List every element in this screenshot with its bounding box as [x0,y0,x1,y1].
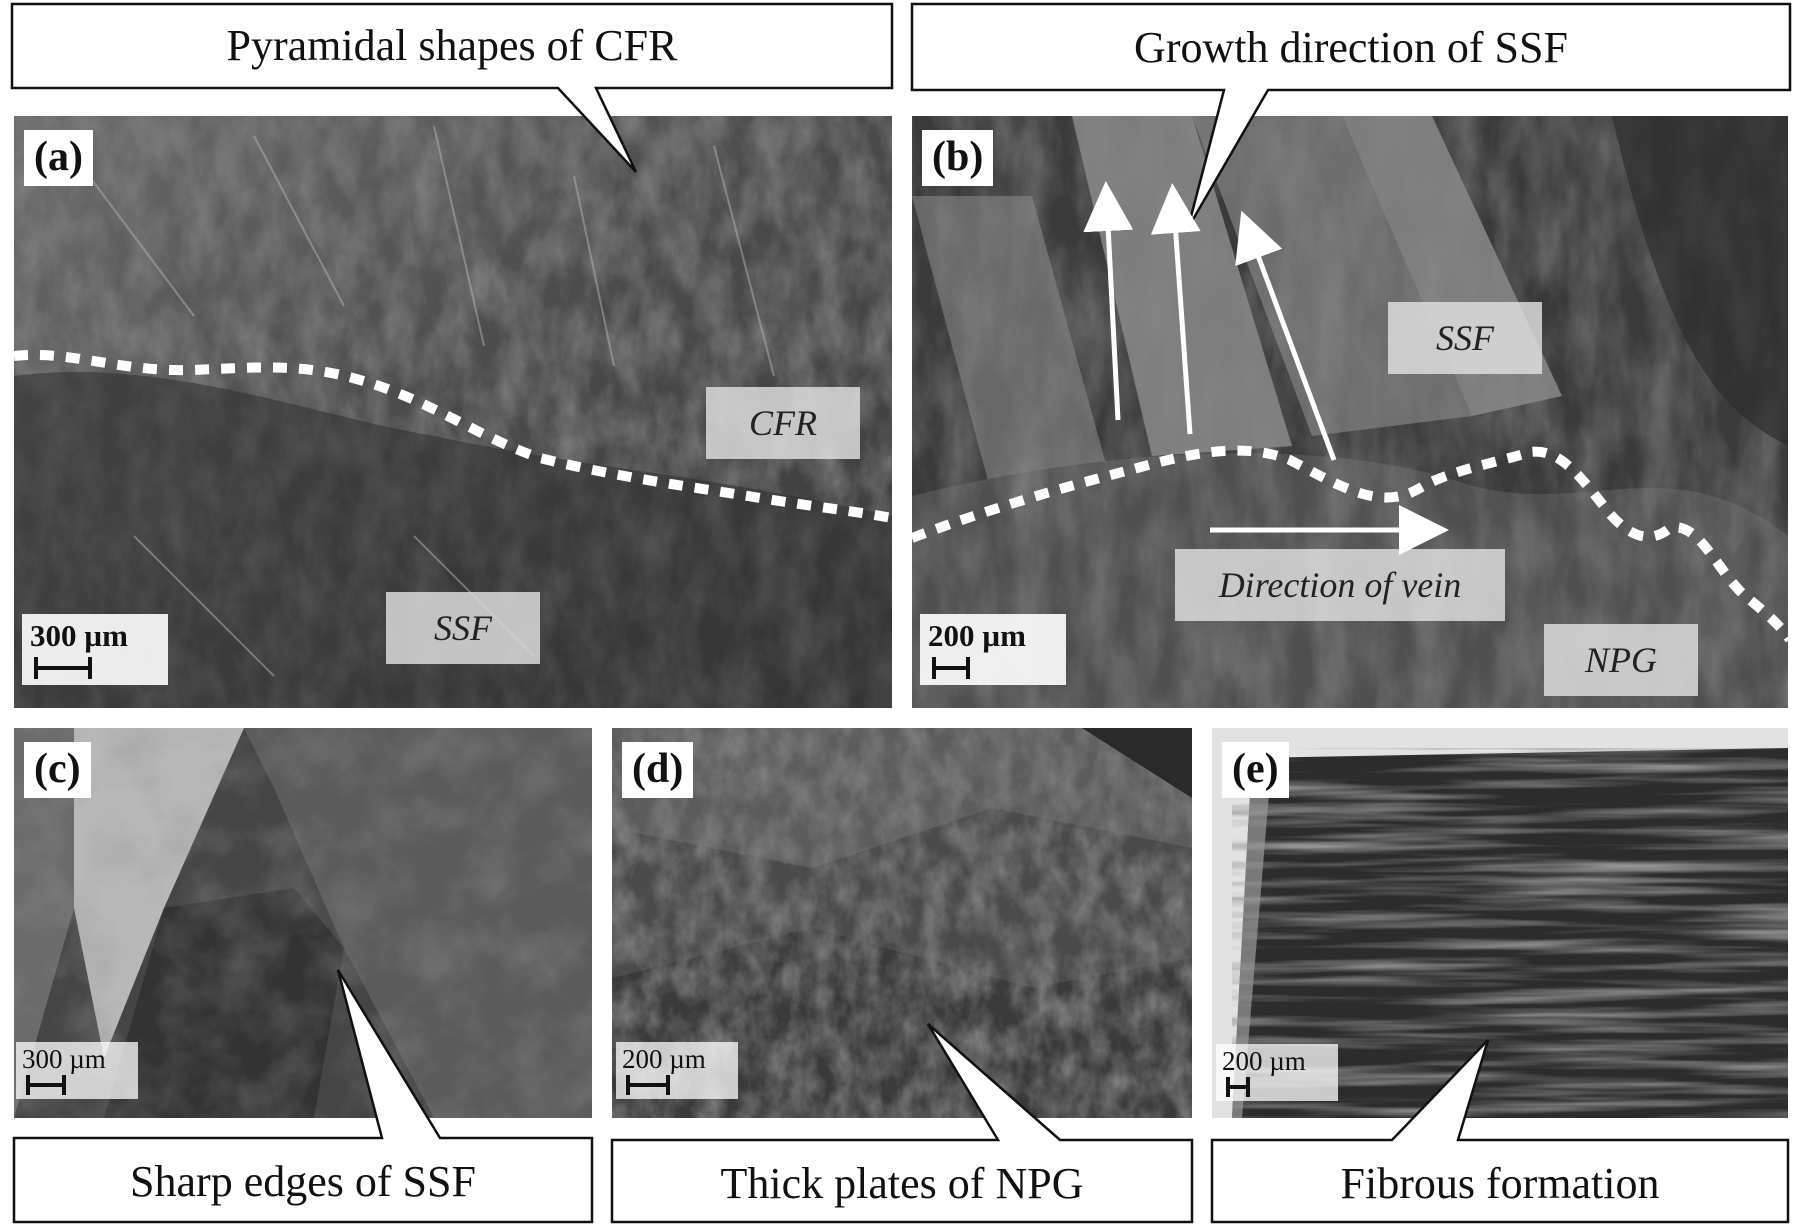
panel-label-b: (b) [922,130,994,186]
callout-text-d: Thick plates of NPG [720,1159,1084,1208]
tag-cfr: CFR [706,387,860,459]
scale-bar-c: 300 µm [16,1042,138,1099]
callout-text-a: Pyramidal shapes of CFR [226,21,678,70]
scale-line-d [622,1075,732,1095]
scale-bar-b: 200 µm [920,614,1066,685]
callout-text-b: Growth direction of SSF [1134,23,1568,72]
scale-bar-a: 300 µm [22,614,168,685]
sem-panel-d: (d) 200 µm [612,728,1192,1118]
tag-npg: NPG [1544,624,1698,696]
sem-panel-a: (a) CFR SSF 300 µm [14,116,892,708]
scale-bar-d: 200 µm [616,1042,738,1099]
sem-panel-c: (c) 300 µm [14,728,592,1118]
panel-label-c: (c) [24,742,91,798]
callout-text-c: Sharp edges of SSF [130,1157,476,1206]
sem-panel-e: (e) 200 µm [1212,728,1788,1118]
scale-label-c: 300 µm [22,1044,106,1074]
scale-bar-e: 200 µm [1216,1044,1338,1101]
scale-line-e [1222,1077,1332,1097]
scale-label-b: 200 µm [928,618,1026,653]
scale-line-a [30,657,160,679]
sem-panel-b: (b) SSF Direction of vein NPG 200 µm [912,116,1788,708]
panel-label-d: (d) [622,742,694,798]
panel-label-a: (a) [24,130,93,186]
scale-line-b [928,657,1058,679]
tag-ssf-a: SSF [386,592,540,664]
scale-label-a: 300 µm [30,618,128,653]
tag-ssf-b: SSF [1388,302,1542,374]
panel-label-e: (e) [1222,742,1289,798]
scale-label-e: 200 µm [1222,1046,1306,1076]
tag-direction-of-vein: Direction of vein [1175,549,1505,621]
callout-text-e: Fibrous formation [1340,1159,1660,1208]
scale-label-d: 200 µm [622,1044,706,1074]
scale-line-c [22,1075,132,1095]
